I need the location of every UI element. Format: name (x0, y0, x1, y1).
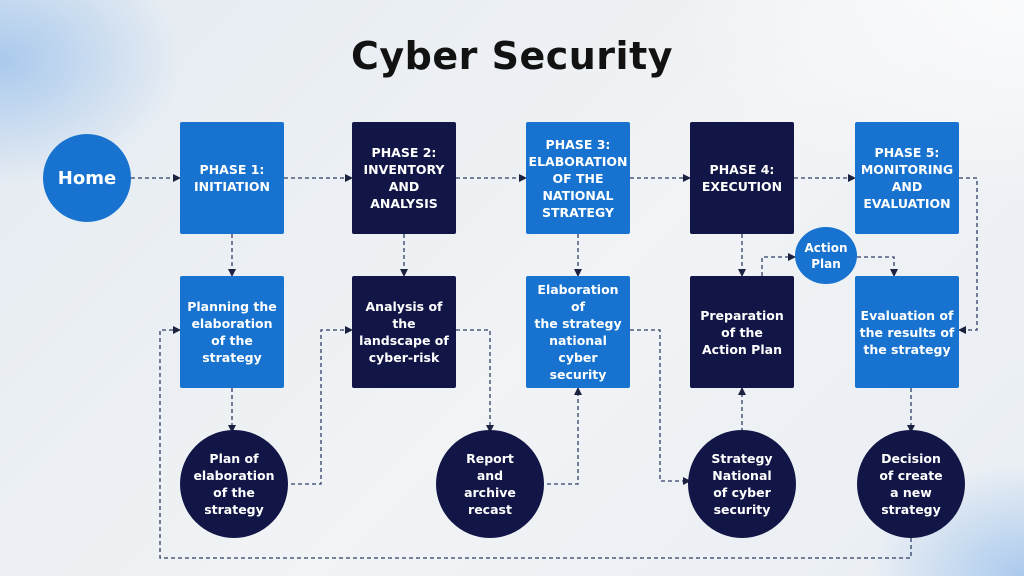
phase-3-node: PHASE 3: ELABORATION OF THE NATIONAL STR… (526, 122, 630, 234)
edge-output4-step1 (159, 326, 912, 559)
edge-output2-step3 (540, 387, 582, 485)
action-plan-node: Action Plan (795, 227, 857, 284)
phase-5-node: PHASE 5: MONITORING AND EVALUATION (855, 122, 959, 234)
edge-actionplan-step5 (857, 256, 898, 277)
output-decision-node: Decision of create a new strategy (857, 430, 965, 538)
step-evaluation-node: Evaluation of the results of the strateg… (855, 276, 959, 388)
edge-step2-output2 (456, 329, 494, 433)
edge-phase5-step5 (958, 177, 978, 334)
output-strategy-node: Strategy National of cyber security (688, 430, 796, 538)
edge-step4-actionplan (761, 253, 796, 276)
step-analysis-node: Analysis of the landscape of cyber-risk (352, 276, 456, 388)
edge-step3-output3 (630, 329, 691, 485)
step-preparation-node: Preparation of the Action Plan (690, 276, 794, 388)
step-planning-node: Planning the elaboration of the strategy (180, 276, 284, 388)
edge-output1-step2 (284, 326, 353, 485)
output-report-node: Report and archive recast (436, 430, 544, 538)
step-elaboration-node: Elaboration of the strategy national cyb… (526, 276, 630, 388)
phase-1-node: PHASE 1: INITIATION (180, 122, 284, 234)
page-title: Cyber Security (350, 34, 674, 78)
home-node: Home (43, 134, 131, 222)
phase-2-node: PHASE 2: INVENTORY AND ANALYSIS (352, 122, 456, 234)
phase-4-node: PHASE 4: EXECUTION (690, 122, 794, 234)
output-plan-node: Plan of elaboration of the strategy (180, 430, 288, 538)
